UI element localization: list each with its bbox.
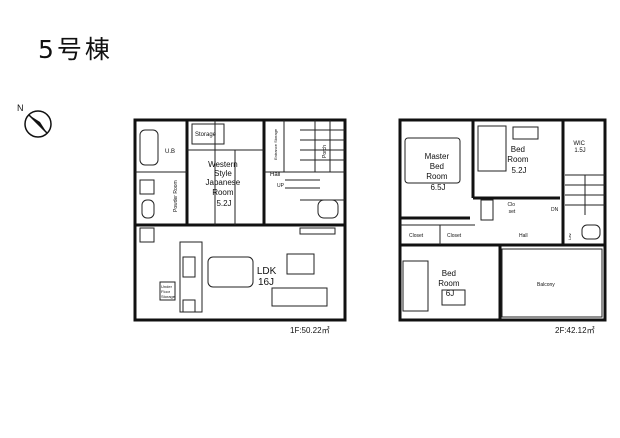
- north-arrow-icon: N: [17, 103, 52, 138]
- floor-1-plan: [133, 118, 347, 322]
- room-ub: U.B: [165, 149, 175, 155]
- stairs-up: UP: [277, 183, 285, 189]
- room-master-bed: Master Bed Room 6.5J: [425, 152, 452, 192]
- room-entrance-storage: Entrance Storage: [273, 128, 278, 160]
- room-porch: Porch: [322, 145, 328, 158]
- room-hall-1f: Hall: [270, 172, 280, 178]
- room-closet-1: Closet: [409, 233, 424, 239]
- room-hall-2f: Hall: [519, 233, 528, 239]
- room-powder: Powder Room: [173, 180, 179, 212]
- room-balcony: Balcony: [537, 282, 555, 288]
- room-bed-5-2: Bed Room 5.2J: [507, 145, 531, 175]
- room-underfloor-storage: Under Floor Storage: [161, 284, 176, 299]
- north-label: N: [17, 103, 24, 113]
- room-closet-small: Clo set: [508, 202, 517, 215]
- room-bed-6: Bed Room 6J: [438, 269, 462, 298]
- floor-1-area: 1F:50.22㎡: [290, 326, 330, 335]
- building-title: 5号棟: [38, 35, 113, 64]
- room-storage: Storage: [195, 132, 217, 138]
- room-closet-2: Closet: [447, 233, 462, 239]
- room-ldk: LDK 16J: [257, 266, 279, 288]
- floor-2-plan: [398, 118, 607, 322]
- floor-2-area: 2F:42.12㎡: [555, 326, 595, 335]
- room-wic: WIC 1.5J: [573, 141, 586, 154]
- room-western-style: Western Style Japanese Room 5.2J: [206, 160, 243, 208]
- stairs-down: DN: [551, 207, 559, 213]
- room-lav: Lav.: [567, 233, 572, 240]
